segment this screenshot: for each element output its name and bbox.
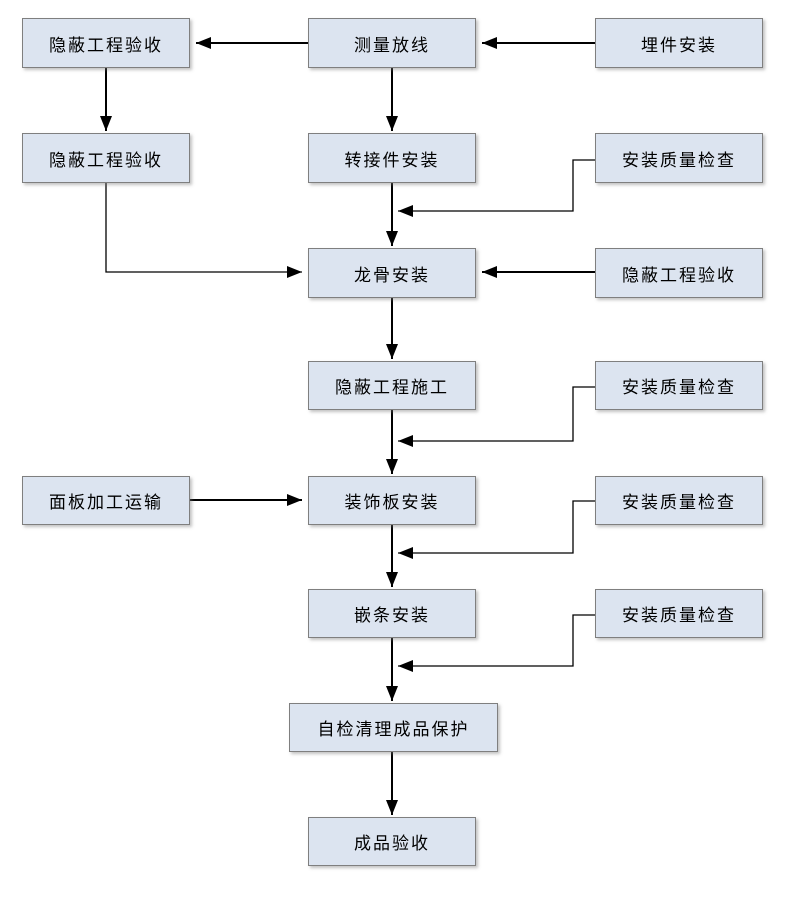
node-adapter-installation: 转接件安装 [308, 133, 476, 183]
edge-quality-check3-elbow [398, 500, 595, 559]
node-concealed-work-acceptance-2: 隐蔽工程验收 [22, 133, 190, 183]
node-finished-product-acceptance: 成品验收 [308, 817, 476, 866]
node-keel-installation: 龙骨安装 [308, 248, 476, 298]
edge-quality-check4-elbow [398, 614, 595, 672]
node-installation-quality-check-2: 安装质量检查 [595, 361, 763, 410]
node-self-check-cleaning-product-protection: 自检清理成品保护 [289, 703, 498, 752]
node-concealed-work-construction: 隐蔽工程施工 [308, 361, 476, 410]
node-installation-quality-check-3: 安装质量检查 [595, 476, 763, 525]
node-installation-quality-check-1: 安装质量检查 [595, 133, 763, 183]
node-panel-processing-transport: 面板加工运输 [22, 476, 190, 525]
node-measurement-setting-out: 测量放线 [308, 18, 476, 68]
node-embedded-parts-installation: 埋件安装 [595, 18, 763, 68]
node-concealed-work-acceptance-1: 隐蔽工程验收 [22, 18, 190, 68]
edge-acceptance2-to-keel [105, 183, 302, 278]
edge-quality-check2-elbow [398, 386, 595, 447]
node-decorative-panel-installation: 装饰板安装 [308, 476, 476, 525]
node-inlay-strip-installation: 嵌条安装 [308, 589, 476, 638]
edge-quality-check1-elbow [398, 159, 595, 217]
node-installation-quality-check-4: 安装质量检查 [595, 589, 763, 638]
node-concealed-work-acceptance-3: 隐蔽工程验收 [595, 248, 763, 298]
